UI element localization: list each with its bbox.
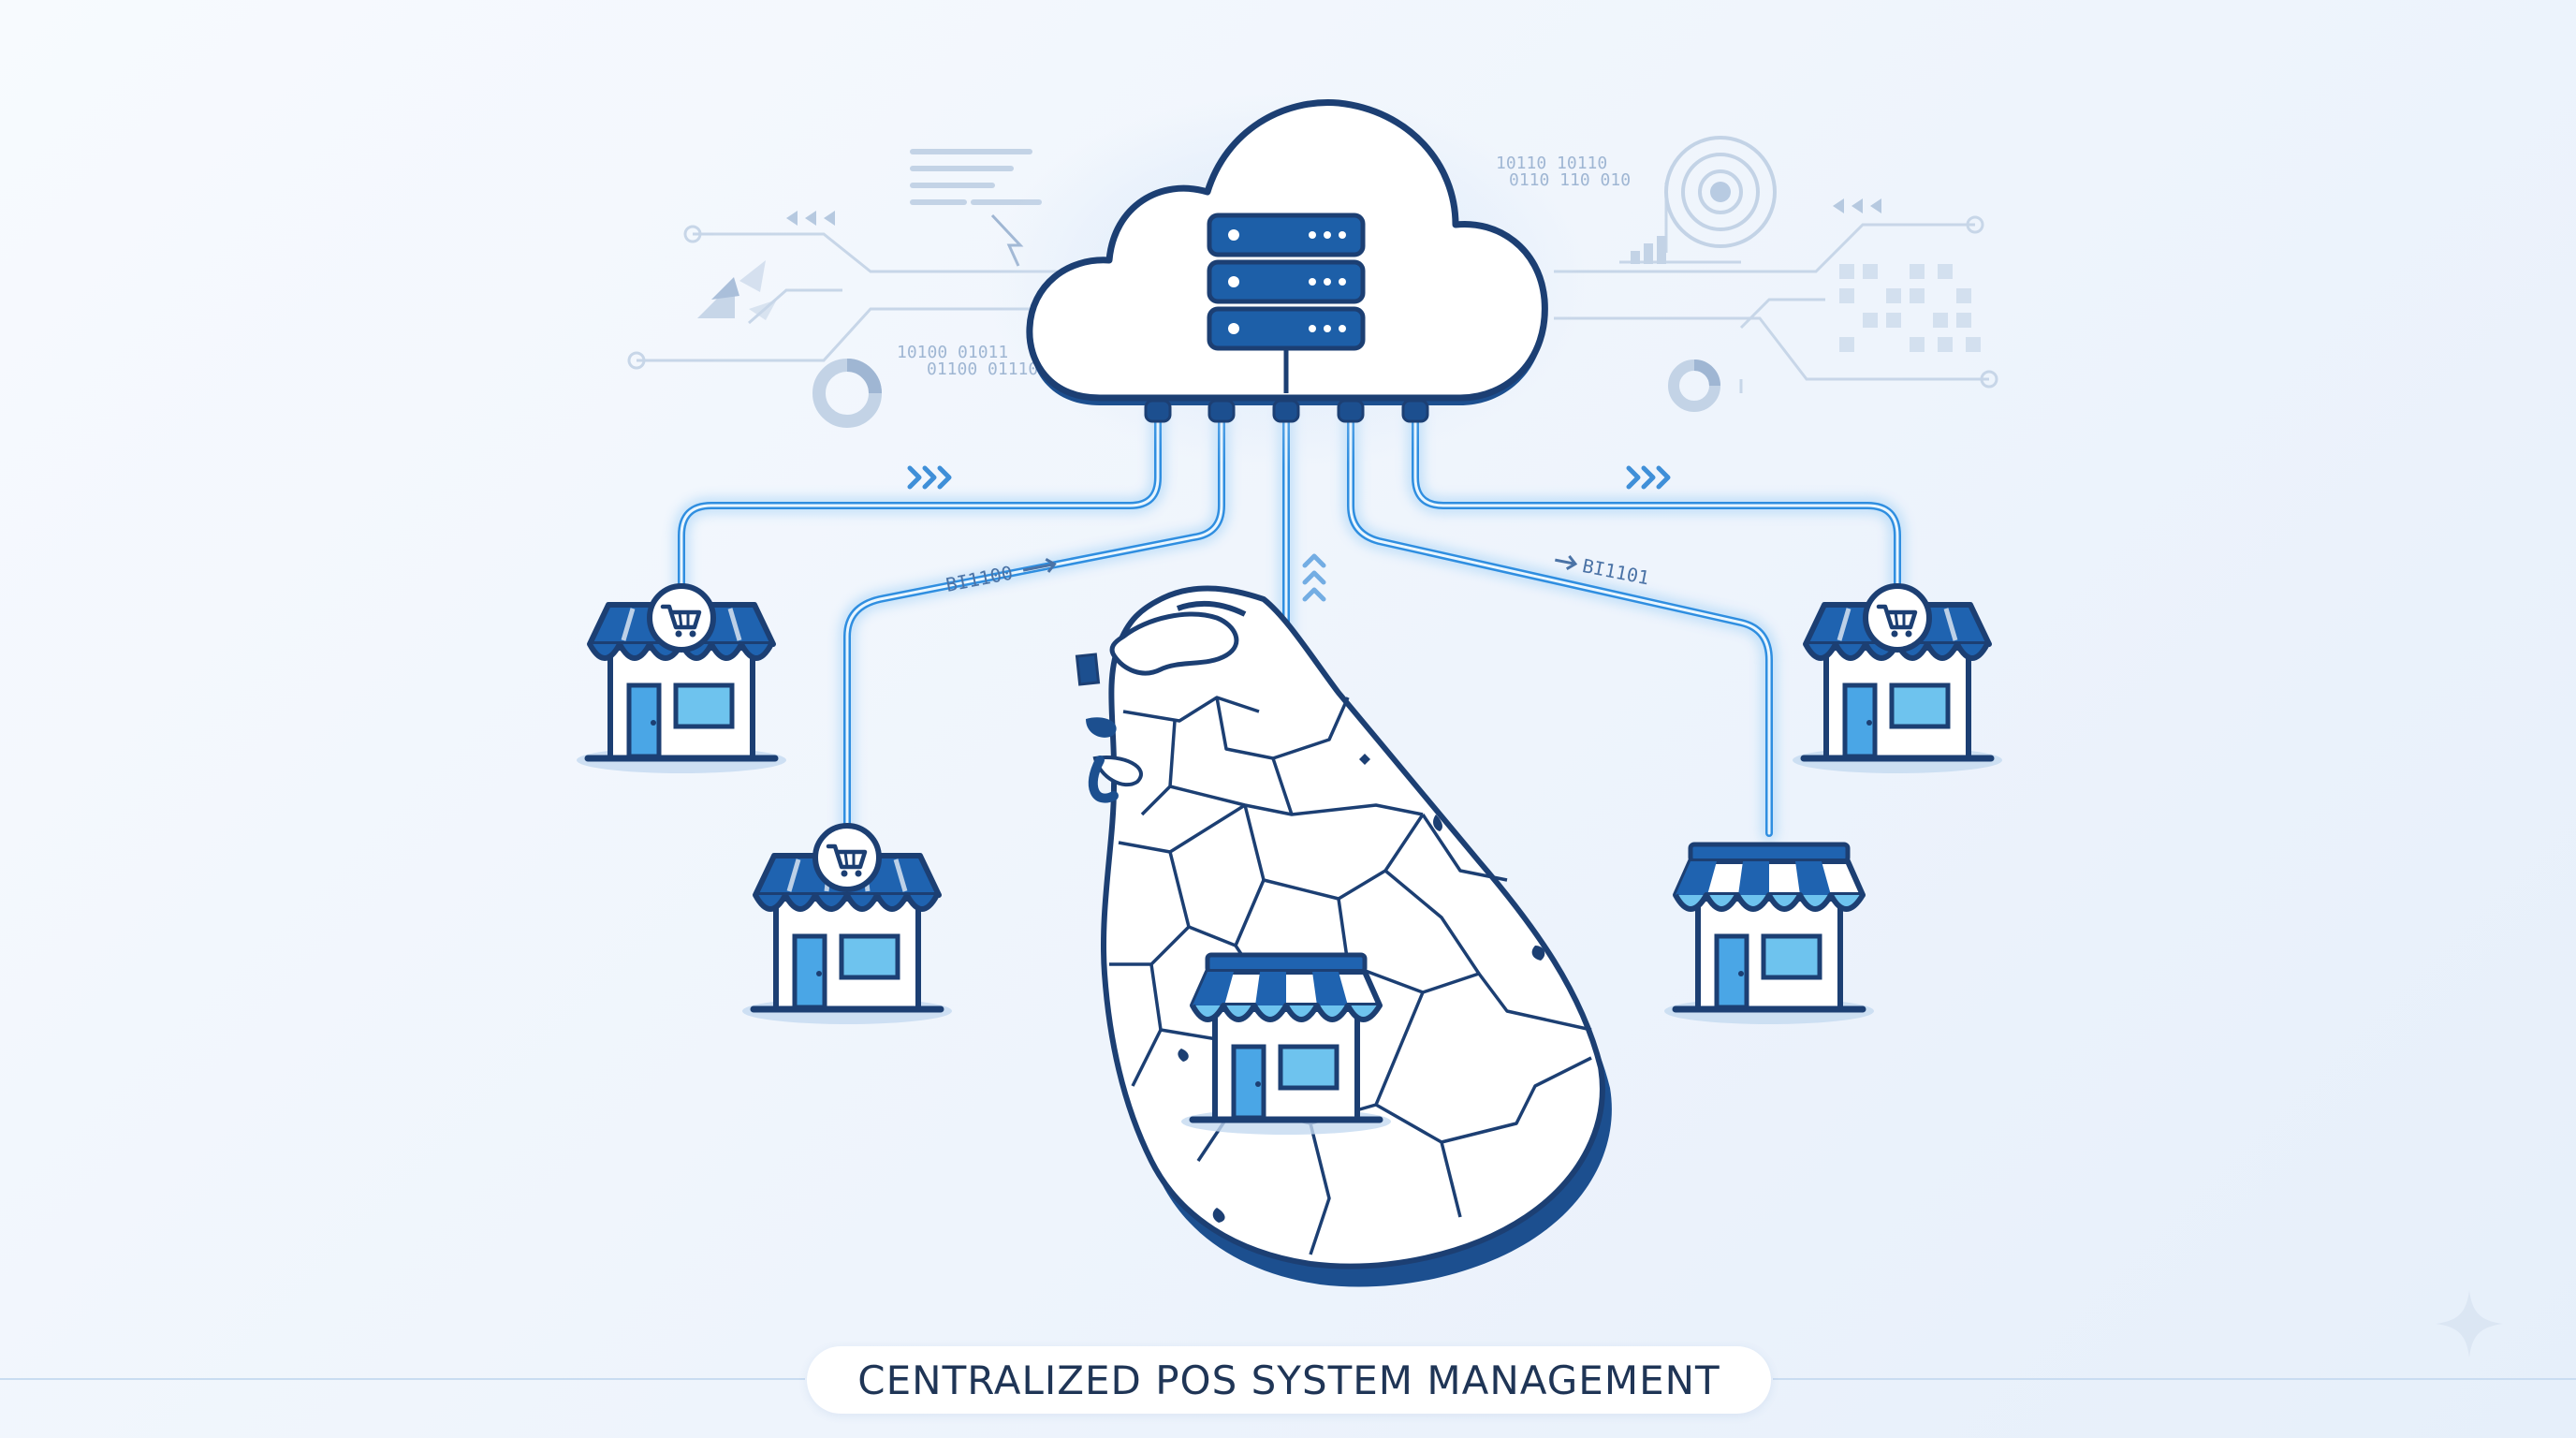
pie-icon — [812, 359, 1720, 428]
bar-chart-decor — [1631, 236, 1666, 264]
flow-label-text: BI1100 — [944, 562, 1015, 596]
radar-icon — [1664, 136, 1777, 248]
shopping-cart-icon — [650, 586, 713, 650]
triangles-decor — [697, 260, 777, 320]
menu-lines-decor — [910, 149, 1042, 205]
sparkle-icon — [2436, 1290, 2503, 1357]
store-icon-left-bottom — [742, 826, 952, 1024]
sri-lanka-map-icon — [1075, 585, 1612, 1287]
chevrons-decor — [786, 198, 1881, 226]
caption-pill: CENTRALIZED POS SYSTEM MANAGEMENT — [807, 1346, 1771, 1414]
store-icon-right-bottom — [1664, 844, 1874, 1024]
cloud-icon — [987, 94, 1586, 468]
store-icon-right-top — [1793, 586, 2002, 773]
caption-title: CENTRALIZED POS SYSTEM MANAGEMENT — [857, 1357, 1720, 1403]
cloud-ports — [1144, 399, 1429, 423]
caption-divider-right — [1773, 1378, 2576, 1380]
flow-chevrons — [907, 465, 1671, 602]
server-stack-icon — [1207, 213, 1366, 393]
store-icon-left-top — [577, 586, 786, 773]
binary-text-3: 10100 01011 — [897, 343, 1008, 362]
caption-divider-left — [0, 1378, 805, 1380]
store-icon-center — [1181, 955, 1391, 1135]
pixel-grid-decor — [1839, 264, 1981, 352]
shopping-cart-icon — [815, 826, 879, 889]
shopping-cart-icon — [1866, 586, 1929, 650]
binary-text-4: 01100 01110 — [927, 360, 1038, 379]
